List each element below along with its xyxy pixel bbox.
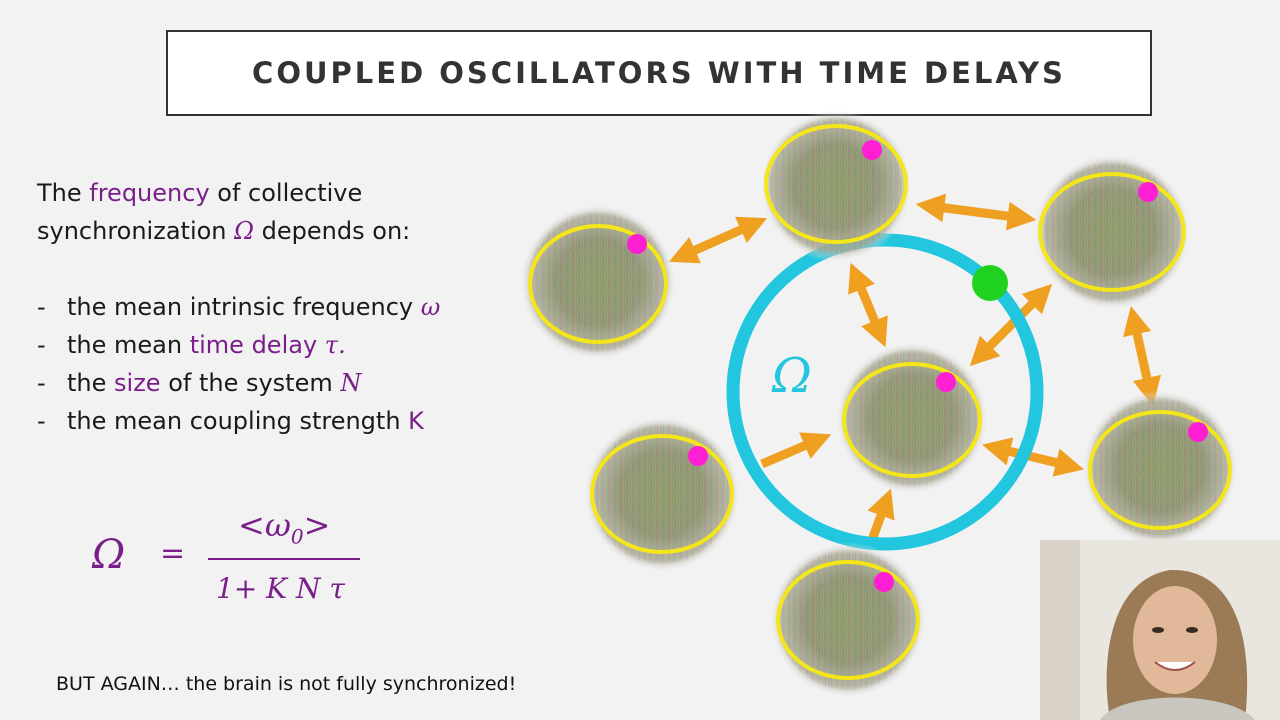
bullet-symbol: τ. xyxy=(324,331,346,359)
bullet-dash: - xyxy=(37,293,46,321)
intro-part2: of collective xyxy=(209,179,363,207)
bullet-symbol: ω xyxy=(420,293,441,321)
oscillator xyxy=(520,204,676,360)
oscillator xyxy=(1034,154,1190,310)
presenter-video xyxy=(1040,540,1280,720)
oscillator xyxy=(836,342,988,494)
bullet-symbol: N xyxy=(340,369,362,397)
coupling-arrow xyxy=(848,262,888,348)
formula-equals: = xyxy=(160,536,186,571)
coupling-arrow xyxy=(760,432,832,469)
coupling-arrow xyxy=(969,283,1053,367)
intro-omega: Ω xyxy=(234,217,255,245)
bullet-dash: - xyxy=(37,407,46,435)
formula-denominator: 1+ K N τ xyxy=(216,572,345,605)
coupling-arrows xyxy=(668,193,1161,542)
bullet-dash: - xyxy=(37,369,46,397)
bullet-text: the mean coupling strength xyxy=(67,407,409,435)
slide-title: COUPLED OSCILLATORS WITH TIME DELAYS xyxy=(252,56,1066,90)
omega-formula: Ω = <ω0> 1+ K N τ xyxy=(88,500,388,620)
bullet-highlight: time delay xyxy=(189,331,318,359)
ring-omega-label: Ω xyxy=(771,348,812,404)
bullet-text: the xyxy=(67,369,115,397)
oscillator xyxy=(1082,390,1238,546)
oscillator xyxy=(760,110,912,262)
coupling-arrow xyxy=(982,437,1084,477)
title-box: COUPLED OSCILLATORS WITH TIME DELAYS xyxy=(166,30,1152,116)
intro-text: The frequency of collective synchronizat… xyxy=(37,174,507,250)
bullet-after: of the system xyxy=(160,369,341,397)
list-item: - the mean intrinsic frequency ω xyxy=(37,288,517,326)
collective-phase-dot xyxy=(972,265,1008,301)
list-item: - the mean time delay τ. xyxy=(37,326,517,364)
fraction-bar xyxy=(208,558,360,560)
coupling-arrow xyxy=(867,488,895,542)
footer-note: BUT AGAIN… the brain is not fully synchr… xyxy=(56,673,517,695)
coupling-arrow xyxy=(1123,305,1161,407)
intro-part1: The xyxy=(37,179,90,207)
oscillator xyxy=(584,416,740,572)
formula-lhs: Ω xyxy=(92,532,126,578)
presenter-webcam xyxy=(1040,540,1280,720)
intro-part3: synchronization xyxy=(37,217,235,245)
coupling-arrow xyxy=(668,216,768,264)
dependency-list: - the mean intrinsic frequency ω - the m… xyxy=(37,288,517,440)
formula-numerator: <ω0> xyxy=(238,506,331,549)
bullet-symbol: K xyxy=(408,407,424,435)
bullet-text: the mean intrinsic frequency xyxy=(67,293,421,321)
bullet-dash: - xyxy=(37,331,46,359)
oscillator xyxy=(770,542,926,698)
intro-frequency: frequency xyxy=(89,179,210,207)
intro-part4: depends on: xyxy=(254,217,411,245)
list-item: - the size of the system N xyxy=(37,364,517,402)
coupling-arrow xyxy=(915,193,1037,231)
list-item: - the mean coupling strength K xyxy=(37,402,517,440)
bullet-highlight: size xyxy=(114,369,161,397)
bullet-text: the mean xyxy=(67,331,190,359)
